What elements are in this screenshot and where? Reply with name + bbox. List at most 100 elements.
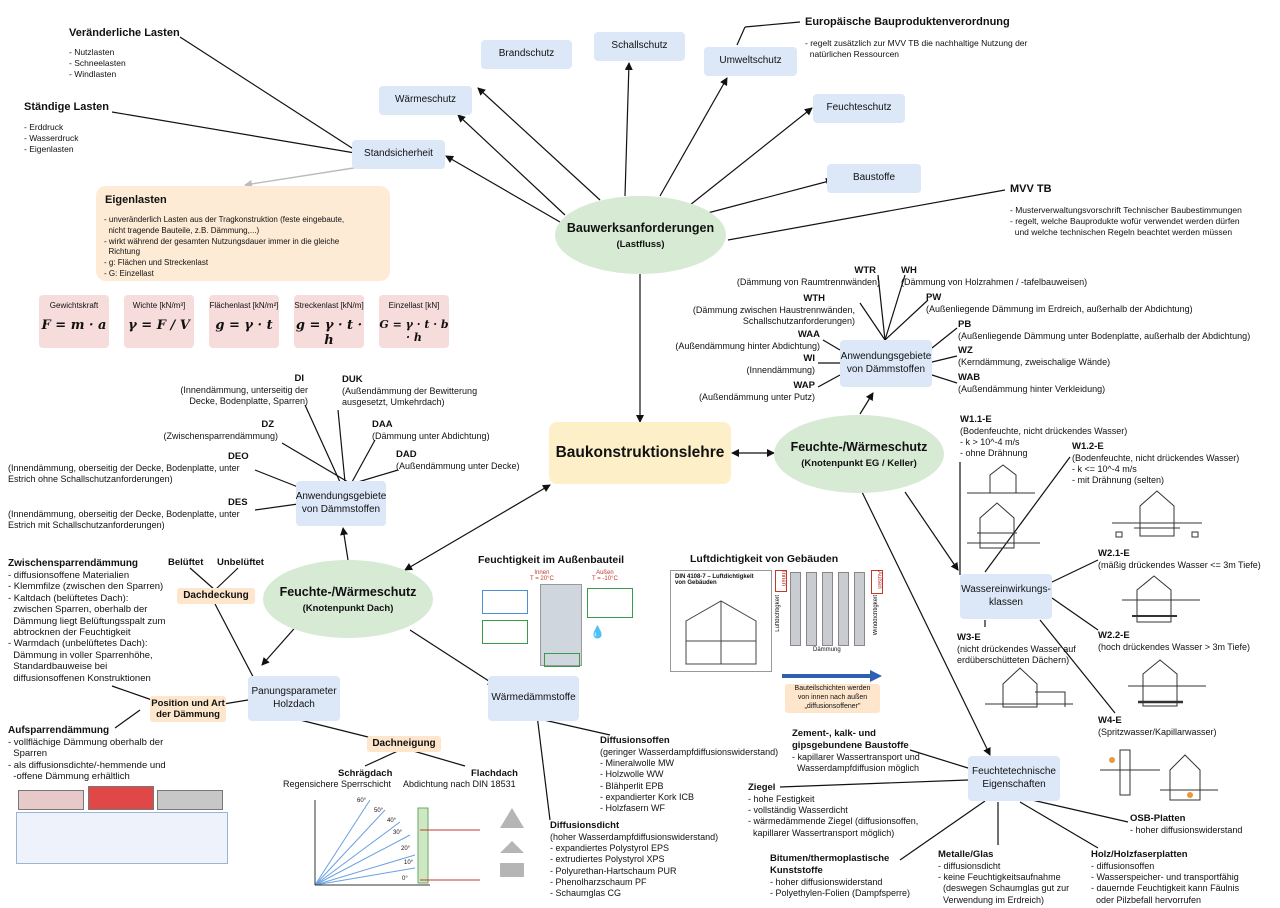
veraenderlich-title: Veränderliche Lasten: [69, 27, 180, 39]
formula-expression: F = m · a: [41, 318, 107, 333]
sketch-w3: [985, 667, 1073, 708]
mvv-text: - Musterverwaltungsvorschrift Technische…: [1010, 205, 1242, 238]
roof-table: [16, 812, 228, 864]
label-code: DAA: [372, 419, 393, 430]
w-code: W1.2-E: [1072, 441, 1104, 452]
zwischensparren-title: Zwischensparrendämmung: [8, 558, 139, 569]
angle-30: 30°: [393, 830, 403, 836]
formula-einzellast: Einzellast [kN] G = γ · t · b · h: [379, 295, 449, 348]
bauwerk-title: Bauwerksanforderungen: [566, 220, 715, 235]
label-code: DES: [228, 497, 248, 508]
label-desc: (Außendämmung hinter Verkleidung): [958, 383, 1106, 394]
label-desc: (Außenliegende Dämmung im Erdreich, auße…: [926, 303, 1193, 314]
mvv-title: MVV TB: [1010, 183, 1052, 195]
luftdicht-title: Luftdichtigkeit von Gebäuden: [690, 553, 839, 565]
w-text: (nicht drückendes Wasser auf erdüberschü…: [957, 643, 1076, 666]
label-des: DES(Innendämmung, oberseitig der Decke, …: [8, 497, 248, 531]
label-dz: DZ(Zwischensparrendämmung): [150, 419, 278, 442]
label-code: WI: [803, 353, 815, 364]
daemmung-label: Dämmung: [813, 647, 841, 653]
zement: Zement-, kalk- und gipsgebundene Baustof…: [792, 728, 920, 774]
formula-label: Flächenlast [kN/m²]: [209, 301, 279, 310]
diff-text: (hoher Wasserdampfdiffusionswiderstand) …: [550, 831, 719, 899]
formula-expression: g = γ · t: [215, 318, 273, 333]
formula-label: Einzellast [kN]: [388, 301, 440, 310]
angle-50: 50°: [374, 808, 384, 814]
formula-label: Streckenlast [kN/m]: [294, 301, 364, 310]
label-desc: (Dämmung zwischen Haustrennwänden, Schal…: [692, 304, 855, 327]
roof-shapes: [500, 808, 524, 877]
waermedaemm-box: Wärmedämmstoffe: [488, 676, 579, 721]
label-desc: (Außendämmung unter Decke): [396, 460, 520, 471]
prop-title: Zement-, kalk- und gipsgebundene Baustof…: [792, 728, 909, 751]
waermedaemm-label: Wärmedämmstoffe: [491, 692, 576, 704]
angle-diagram: [314, 800, 480, 886]
label-code: DZ: [261, 419, 274, 430]
note-text: Bauteilschichten werden von innen nach a…: [794, 685, 871, 710]
label-code: WAB: [958, 372, 981, 383]
veraenderlich-text: - Nutzlasten - Schneelasten - Windlasten: [69, 47, 126, 80]
diffusionsoffen: Diffusionsoffen(geringer Wasserdampfdiff…: [600, 735, 778, 814]
label-wi: WI(Innendämmung): [695, 353, 815, 376]
eigenlasten-panel: Eigenlasten - unveränderlich Lasten aus …: [96, 186, 390, 281]
position-label: Position und Art der Dämmung: [150, 696, 226, 722]
feuchtetech-label: Feuchtetechnische Eigenschaften: [972, 766, 1056, 790]
diff-text: (geringer Wasserdampfdiffusionswiderstan…: [600, 746, 779, 814]
w11: W1.1-E(Bodenfeuchte, nicht drückendes Wa…: [960, 414, 1127, 460]
dachneigung-text: Dachneigung: [372, 738, 436, 749]
bitumen: Bitumen/thermoplastische Kunststoffe- ho…: [770, 853, 910, 899]
panung-box: Panungsparameter Holzdach: [248, 676, 340, 721]
feuchtetech-box: Feuchtetechnische Eigenschaften: [968, 756, 1060, 801]
osb: OSB-Platten- hoher diffusionswiderstand: [1130, 813, 1242, 836]
wasser-box: Wassereinwirkungs- klassen: [960, 574, 1052, 619]
w4: W4-E(Spritzwasser/Kapillarwasser): [1098, 715, 1217, 738]
label-desc: (Dämmung unter Abdichtung): [372, 430, 490, 441]
sketch-w21: [1122, 575, 1200, 623]
dachdeckung-label: Dachdeckung: [177, 588, 255, 604]
prop-title: Ziegel: [748, 782, 776, 793]
sketch-w12: [1112, 490, 1202, 538]
diff-title: Diffusionsdicht: [550, 820, 620, 831]
w12: W1.2-E(Bodenfeuchte, nicht drückendes Wa…: [1072, 441, 1239, 487]
daemm-eg-box: Anwendungsgebiete von Dämmstoffen: [840, 340, 932, 387]
formula-label: Wichte [kN/m³]: [132, 301, 186, 310]
umweltschutz-label: Umweltschutz: [719, 55, 782, 67]
formula-streckenlast: Streckenlast [kN/m] g = γ · t · h: [294, 295, 364, 348]
label-daa: DAA(Dämmung unter Abdichtung): [372, 419, 490, 442]
w22: W2.2-E(hoch drückendes Wasser > 3m Tiefe…: [1098, 630, 1250, 653]
feuchte-eg-title: Feuchte-/Wärmeschutz: [790, 439, 928, 454]
label-desc: (Innendämmung, oberseitig der Decke, Bod…: [8, 462, 240, 485]
central-topic: Baukonstruktionslehre: [549, 422, 731, 484]
w-text: (Bodenfeuchte, nicht drückendes Wasser) …: [1072, 452, 1240, 486]
euro-title: Europäische Bauproduktenverordnung: [805, 16, 1010, 28]
label-code: WAA: [797, 329, 820, 340]
label-code: DI: [294, 373, 305, 384]
panung-label: Panungsparameter Holzdach: [251, 686, 337, 710]
note-box-1: [482, 590, 528, 614]
feuchte-eg-sub: (Knotenpunkt EG / Keller): [801, 457, 917, 469]
label-deo: DEO(Innendämmung, oberseitig der Decke, …: [8, 451, 249, 485]
luftdicht-label: Luftdichtigkeit: [775, 595, 781, 632]
baustoffe-box: Baustoffe: [827, 164, 921, 193]
staendig-title: Ständige Lasten: [24, 101, 109, 113]
label-di: DI(Innendämmung, unterseitig der Decke, …: [150, 373, 308, 407]
innen-label: Innen T = 20°C: [530, 570, 554, 582]
bauwerk-ellipse: Bauwerksanforderungen (Lastfluss): [555, 196, 726, 274]
aussen-label: Außen T = -10°C: [592, 570, 618, 582]
ziegel: Ziegel- hohe Festigkeit - vollständig Wa…: [748, 782, 918, 839]
standsicherheit-box: Standsicherheit: [352, 140, 445, 169]
roof-section-3: [157, 790, 223, 810]
schraeg-sub: Regensichere Sperrschicht: [283, 779, 392, 789]
formula-expression: G = γ · t · b · h: [379, 318, 449, 344]
angle-10: 10°: [404, 860, 414, 866]
schallschutz-label: Schallschutz: [611, 40, 668, 52]
layers-figure: Innen Außen Luftdichtigkeit Winddichtigk…: [775, 570, 883, 655]
formula-expression: g = γ · t · h: [295, 318, 363, 348]
label-wab: WAB(Außendämmung hinter Verkleidung): [958, 372, 1105, 395]
formula-wichte: Wichte [kN/m³]γ = F / V: [124, 295, 194, 348]
formula-flaechenlast: Flächenlast [kN/m²] g = γ · t: [209, 295, 279, 348]
label-wth: WTH(Dämmung zwischen Haustrennwänden, Sc…: [680, 293, 855, 327]
label-wh: WH(Dämmung von Holzrahmen / -tafelbauwei…: [901, 265, 1087, 288]
prop-text: - hoher diffusionswiderstand: [1130, 824, 1243, 835]
